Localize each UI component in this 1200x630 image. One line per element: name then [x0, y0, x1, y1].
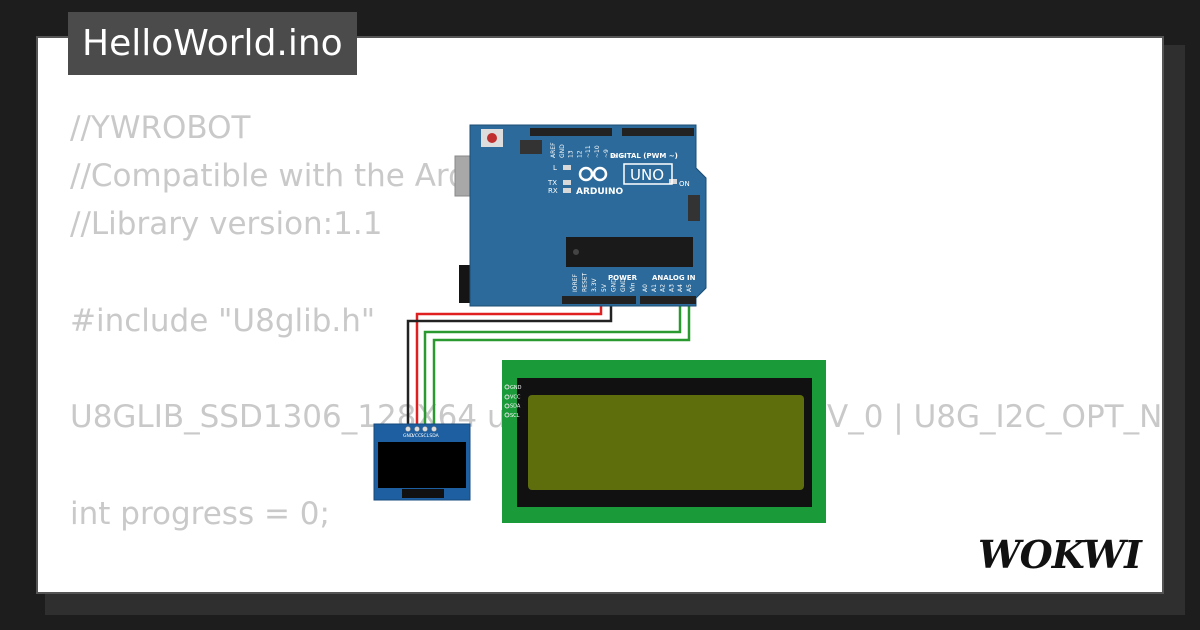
pin-label: A0	[642, 284, 649, 292]
lcd-pin-label: SCL	[510, 413, 520, 419]
lcd-pins	[504, 384, 510, 418]
wokwi-logo[interactable]: WOKWI	[976, 530, 1148, 578]
code-line: //YWROBOT	[70, 110, 251, 146]
wire-a5-green	[432, 300, 691, 428]
wire-5v-red	[415, 300, 603, 428]
led-rx-label: RX	[548, 187, 558, 195]
arduino-uno-board[interactable]: DIGITAL (PWM ~) L TX RX ARDUINO UNO ON P…	[454, 124, 707, 307]
led-tx-label: TX	[547, 179, 557, 187]
led-l-label: L	[553, 164, 557, 172]
oled-pin-headers	[405, 426, 437, 432]
oled-ssd1306-display[interactable]	[373, 423, 471, 501]
pin-label: ~11	[585, 145, 592, 158]
analog-label: ANALOG IN	[652, 274, 696, 282]
pin-label: GND	[559, 144, 566, 158]
on-label: ON	[679, 180, 690, 188]
analog-header[interactable]	[640, 296, 696, 304]
oled-pin-label: SDA	[429, 433, 439, 439]
arduino-label: ARDUINO	[576, 187, 624, 197]
power-label: POWER	[608, 274, 638, 282]
lcd-pin-label: VCC	[510, 394, 521, 400]
pin-label: ~9	[603, 149, 610, 158]
lcd-screen	[528, 395, 804, 490]
pin-label: Vin	[630, 282, 637, 292]
code-line: #include "U8glib.h"	[70, 302, 376, 339]
project-title: HelloWorld.ino	[68, 12, 357, 75]
pin-label: 5V	[601, 283, 608, 292]
lcd-display[interactable]	[502, 360, 826, 523]
oled-screen	[378, 442, 466, 488]
icsp-header	[520, 140, 700, 221]
oled-ribbon	[402, 489, 444, 498]
uno-label: UNO	[630, 166, 664, 184]
uno-label-box	[623, 163, 673, 185]
arduino-logo-icon	[578, 166, 608, 182]
digital-header[interactable]	[530, 128, 694, 136]
pin-label: RESET	[582, 272, 589, 292]
microcontroller-chip	[566, 237, 693, 267]
pin-label: 13	[568, 150, 575, 158]
wokwi-wordmark: WOKWI	[978, 532, 1143, 577]
pin-label: A4	[677, 284, 684, 292]
digital-label: DIGITAL (PWM ~)	[610, 152, 678, 160]
pin-label: A5	[686, 284, 693, 292]
reset-button-cap	[487, 133, 497, 143]
pin-label: 8	[612, 154, 619, 158]
pin-label: ~10	[594, 145, 601, 158]
lcd-pin-label: GND	[510, 385, 522, 391]
pin-label: A2	[660, 284, 667, 292]
pin-label: IOREF	[572, 274, 579, 292]
oled-pin-label: SCL	[421, 433, 430, 439]
pin-label: AREF	[550, 142, 557, 158]
lcd-pin-label: SDA	[510, 404, 521, 410]
leds	[563, 165, 677, 193]
pin-label: 7	[620, 154, 627, 158]
oled-pin-label: VCC	[412, 433, 421, 439]
pin-label: A1	[651, 284, 658, 292]
pin-label: GND	[620, 278, 627, 292]
power-header[interactable]	[562, 296, 636, 304]
pin-label: 3.3V	[591, 277, 598, 292]
wire-a4-green	[423, 300, 682, 428]
pin-label: A3	[668, 284, 675, 292]
pin-label: 12	[576, 150, 583, 158]
wire-gnd-black	[406, 300, 613, 428]
oled-pin-label: GND	[403, 433, 414, 439]
code-line: int progress = 0;	[70, 495, 330, 532]
code-line: void draw_coding(int Progress) {	[70, 586, 1162, 593]
pin-label: GND	[610, 278, 617, 292]
wires	[406, 300, 691, 428]
code-line: //Library version:1.1	[70, 206, 383, 243]
